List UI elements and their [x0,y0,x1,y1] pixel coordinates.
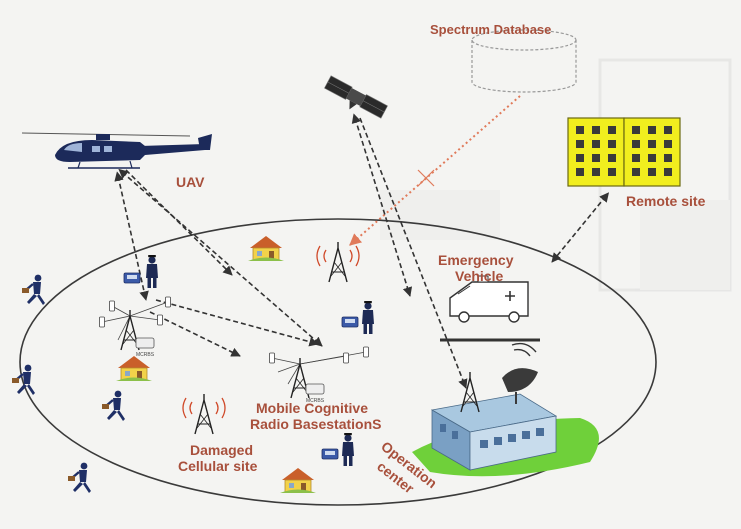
house-icon [247,235,285,262]
helicopter-icon [21,132,212,169]
police-officer-icon [146,255,158,288]
mcrbs-left [99,296,171,351]
handheld-radio-icon [321,448,339,460]
mobile-cognitive-label-line1: Mobile Cognitive [256,400,368,416]
ambulance-icon [449,275,529,323]
interference-mark [417,169,435,187]
damaged-cellular-label-line2: Cellular site [178,458,258,474]
handheld-radio-icon [341,316,359,328]
satellite-dish-icon [502,342,538,404]
satellite-icon [324,75,388,119]
police-officer-icon [362,301,374,334]
mcrbs-center [269,346,369,399]
mcrbs-tag-center: MCRBS [306,398,325,404]
damaged-cellular-label-line1: Damaged [190,442,254,458]
network-links [114,113,610,389]
house-icon [115,355,153,382]
police-officer-icon [342,433,354,466]
emergency-vehicle-label-line1: Emergency [438,252,514,268]
running-person-icon [20,273,47,307]
database-cylinder-icon [471,29,577,93]
uav-label: UAV [176,174,205,190]
operation-center-building [412,393,599,477]
mcrbs-tag-left: MCRBS [136,352,155,358]
damaged-cellular-tower [182,393,226,435]
disaster-area-ellipse [19,218,657,506]
radio-tower-icon [316,241,360,283]
running-person-icon [66,461,93,495]
office-building-icon [567,117,681,187]
mobile-cognitive-label-line2: Radio BasestationS [250,416,382,432]
house-icon [279,467,317,494]
emergency-vehicle-label-line2: Vehicle [455,268,504,284]
running-person-icon [10,363,37,397]
remote-site-label: Remote site [626,193,706,209]
spectrum-database-label: Spectrum Database [430,22,552,37]
handheld-radio-icon [123,272,141,284]
running-person-icon [100,389,127,423]
